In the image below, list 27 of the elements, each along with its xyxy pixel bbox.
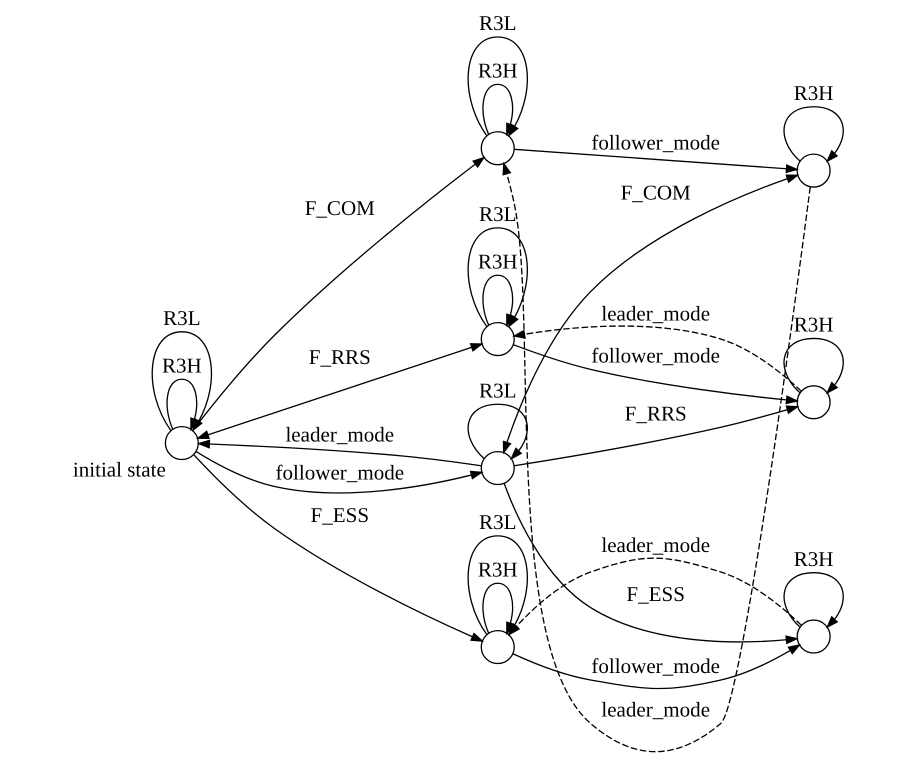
edge-label: leader_mode xyxy=(600,698,710,722)
edge-label: R3L xyxy=(162,306,200,330)
edge-label: leader_mode xyxy=(600,533,710,558)
edge-label: follower_mode xyxy=(275,460,404,485)
edge-label: R3H xyxy=(793,80,834,105)
edge-label: R3L xyxy=(478,11,516,36)
edge-label: leader_mode xyxy=(284,422,394,446)
edge-label: R3L xyxy=(478,378,516,402)
edge-label: R3H xyxy=(477,557,518,582)
edge-label: follower_mode xyxy=(590,344,720,368)
node-label: initial state xyxy=(72,457,166,482)
edge-label: leader_mode xyxy=(600,301,710,326)
edge-label: F_ESS xyxy=(310,502,369,527)
edge-label: R3H xyxy=(477,249,518,274)
edge-label: R3H xyxy=(477,58,518,83)
edge-label: R3L xyxy=(478,510,516,534)
edge-label: follower_mode xyxy=(590,654,720,678)
edge-label: F_RRS xyxy=(308,344,370,369)
edge-label: F_COM xyxy=(620,180,690,204)
edge-label: R3H xyxy=(161,353,202,378)
edge-label: F_RRS xyxy=(624,401,686,426)
edge-label: R3H xyxy=(793,312,834,337)
edge-label: R3L xyxy=(478,202,516,226)
edge-label: F_COM xyxy=(304,196,374,220)
edge-label: follower_mode xyxy=(590,130,720,154)
edge-label: F_ESS xyxy=(626,582,684,606)
edge-label: R3H xyxy=(793,546,834,571)
